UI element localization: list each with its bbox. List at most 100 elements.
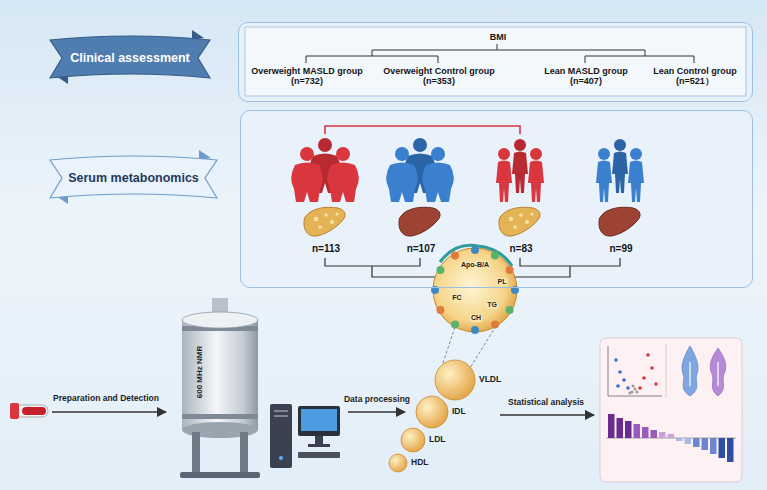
results-panel-part	[710, 438, 717, 454]
results-panel-part-part	[614, 358, 618, 362]
computer-part	[274, 415, 288, 417]
lipoprotein-particle-part	[436, 266, 444, 274]
results-panel-part	[651, 430, 658, 438]
blood-tube-part	[10, 403, 19, 419]
results-panel-part	[614, 358, 630, 390]
text-slot: n=83	[491, 243, 551, 255]
lipoprotein-particle-part	[433, 248, 517, 332]
lipoprotein-label: HDL	[411, 458, 428, 468]
computer-part	[315, 436, 323, 444]
nmr-spectrometer-part	[180, 472, 260, 478]
results-panel-part	[719, 438, 726, 458]
results-panel-part	[625, 421, 632, 438]
component-label: FC	[451, 294, 462, 302]
results-panel-part-part	[654, 382, 658, 386]
text-slot: Preparation and Detection	[53, 394, 159, 404]
process-arrow	[348, 411, 405, 413]
results-panel-part-part	[650, 366, 654, 370]
computer-part	[308, 444, 330, 447]
text-slot: IDL	[452, 407, 466, 417]
lipoprotein-particle-part	[491, 251, 499, 259]
lipoprotein-particle-part	[471, 326, 479, 334]
results-panel-part-part	[618, 370, 622, 374]
text-slot: PL	[497, 278, 508, 286]
results-panel-part	[689, 362, 690, 386]
results-panel-part	[629, 385, 639, 395]
results-panel-part	[600, 338, 742, 482]
process-arrow	[52, 411, 166, 413]
results-panel	[600, 338, 742, 482]
lipoprotein-label: LDL	[429, 435, 446, 445]
process-arrow	[500, 414, 594, 416]
people-icons-part	[528, 148, 544, 202]
computer-part	[301, 409, 337, 431]
section-title: Clinical assessment	[70, 51, 190, 65]
computer-part	[298, 406, 340, 436]
liver-icons-part	[499, 207, 540, 236]
text-slot: Overweight Control group (n=353)	[375, 66, 503, 87]
group-label: Overweight MASLD group (n=732)	[243, 66, 371, 87]
sample-count: n=99	[591, 243, 651, 255]
lipoprotein-spheres-part	[401, 428, 425, 452]
results-panel-part-part	[638, 386, 642, 390]
cohort-panel: BMI Overweight MASLD group (n=732)Overwei…	[238, 22, 753, 102]
lipoprotein-spheres-part	[389, 454, 407, 472]
nmr-spectrometer	[180, 298, 260, 478]
results-panel-part-part	[622, 378, 626, 382]
computer-part	[274, 410, 288, 412]
results-panel-part	[634, 424, 641, 438]
lipoprotein-particle-part	[451, 251, 459, 259]
results-panel-part	[668, 434, 675, 438]
liver-icons-part	[399, 207, 440, 236]
tree-lines	[306, 44, 694, 63]
blood-tube-part	[22, 407, 46, 415]
step-label: Data processing	[344, 395, 410, 405]
text-slot: Data processing	[344, 395, 410, 405]
results-panel-part-part	[642, 376, 646, 380]
tree-lines-part	[306, 44, 694, 63]
step-label: Preparation and Detection	[53, 394, 159, 404]
group-label: Overweight Control group (n=353)	[375, 66, 503, 87]
ribbon-body	[50, 36, 210, 78]
text-slot: 600 MHz NMR	[195, 346, 204, 398]
metabonomics-panel: n=113 n=107 n=83 n=99	[240, 110, 753, 288]
section-banner: Clinical assessment	[50, 34, 210, 82]
results-panel-part	[693, 438, 700, 447]
people-icons	[291, 138, 644, 202]
text-slot: n=107	[391, 243, 451, 255]
nmr-spectrometer-part	[240, 432, 248, 474]
blood-tube-part	[14, 405, 48, 417]
lipoprotein-spheres-part	[435, 360, 475, 400]
sample-count: n=113	[296, 243, 356, 255]
liver-icons-part	[304, 207, 345, 236]
results-panel-part-part	[646, 353, 650, 357]
results-panel-part	[727, 438, 734, 462]
text-slot: FC	[451, 294, 462, 302]
results-panel-part-part	[626, 386, 630, 390]
nmr-spectrometer-part	[182, 320, 258, 430]
results-panel-part-part	[629, 392, 632, 395]
ribbon-body	[50, 156, 217, 198]
computer-part	[298, 452, 340, 458]
section-title: Serum metabonomics	[68, 171, 199, 185]
text-slot: BMI	[468, 32, 528, 42]
people-icons-part	[512, 139, 528, 193]
text-slot: VLDL	[479, 375, 501, 385]
liver-icons-part	[599, 207, 640, 236]
results-panel-part	[702, 438, 709, 450]
instrument-label: 600 MHz NMR	[195, 346, 204, 398]
text-slot: Statistical analysis	[508, 398, 584, 408]
computer-part	[270, 404, 292, 468]
people-icons-part	[291, 147, 323, 202]
panel-ground	[238, 22, 753, 102]
component-label: Apo-B/A	[460, 261, 490, 269]
sample-count: n=83	[491, 243, 551, 255]
results-panel-part-part	[636, 391, 639, 394]
text-slot: CH	[470, 314, 482, 322]
sample-count: n=107	[391, 243, 451, 255]
people-icons-part	[596, 148, 612, 202]
lipoprotein-particle-part	[436, 306, 444, 314]
results-panel-part-part	[632, 385, 635, 388]
text-slot: Lean Control group (n=521）	[645, 66, 745, 87]
